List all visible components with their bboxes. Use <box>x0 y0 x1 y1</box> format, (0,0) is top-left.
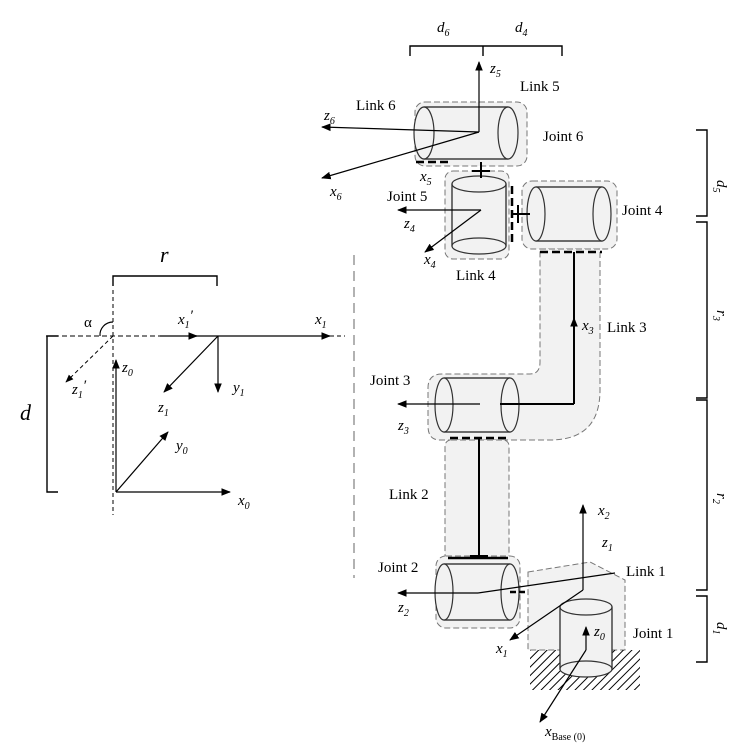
y0-axis-arrow <box>115 431 169 493</box>
z3-label: z3 <box>397 418 409 437</box>
xbase-label: xBase (0) <box>544 724 585 743</box>
z0-robot-label: z0 <box>593 624 605 643</box>
x3-label: x3 <box>581 318 594 337</box>
r2-label: r2 <box>710 493 729 504</box>
robot-arm-diagram: d6 d4 d5 r3 r2 d1 <box>321 20 729 743</box>
r3-bracket <box>696 221 708 399</box>
x2-label: x2 <box>597 503 610 522</box>
joint4-label: Joint 4 <box>622 203 663 219</box>
alpha-arc <box>99 321 114 337</box>
z1-label: z1 <box>157 400 169 419</box>
r3-label: r3 <box>710 310 729 321</box>
d4-label: d4 <box>515 20 528 39</box>
joint5-cylinder <box>451 175 507 255</box>
r-dimension-bracket <box>112 275 218 286</box>
joint2-cylinder <box>434 563 520 621</box>
y1-label: y1 <box>231 380 245 399</box>
z5-label: z5 <box>489 61 501 80</box>
x4-axis <box>424 209 482 253</box>
z6-axis <box>321 123 480 133</box>
r-label: r <box>160 242 169 267</box>
joint2-label: Joint 2 <box>378 560 418 576</box>
d5-bracket <box>696 129 708 217</box>
link6-label: Link 6 <box>356 98 396 114</box>
z2-label: z2 <box>397 600 409 619</box>
x1-prime-label: x1′ <box>177 308 194 331</box>
y0-label: y0 <box>174 438 188 457</box>
x5-label: x5 <box>419 169 432 188</box>
x1-robot-label: x1 <box>495 641 508 660</box>
z1-robot-label: z1 <box>601 535 613 554</box>
x6-axis <box>321 131 480 180</box>
joint5-label: Joint 5 <box>387 189 427 205</box>
z4-label: z4 <box>403 216 415 235</box>
x6-label: x6 <box>329 184 342 203</box>
joint6-label: Joint 6 <box>543 129 584 145</box>
link5-label: Link 5 <box>520 79 560 95</box>
joint1-label: Joint 1 <box>633 626 673 642</box>
link2-body <box>444 439 510 561</box>
d1-label: d1 <box>710 622 729 635</box>
z1-axis-arrow <box>163 335 219 393</box>
link4-label: Link 4 <box>456 268 496 284</box>
x0-label: x0 <box>237 493 250 512</box>
d5-label: d5 <box>710 180 729 193</box>
joint4-cylinder <box>526 186 612 242</box>
x1-axis <box>509 589 584 641</box>
link2-label: Link 2 <box>389 487 429 503</box>
d-label: d <box>20 400 32 425</box>
link1-label: Link 1 <box>626 564 666 580</box>
link3-label: Link 3 <box>607 320 647 336</box>
d6-label: d6 <box>437 20 450 39</box>
x1-label: x1 <box>314 312 327 331</box>
joint1-link-line <box>477 572 616 594</box>
z0-label: z0 <box>121 360 133 379</box>
z6-label: z6 <box>323 108 335 127</box>
d6-d4-bracket <box>409 45 563 56</box>
x4-label: x4 <box>423 252 436 271</box>
xbase-axis <box>539 649 587 723</box>
r2-bracket <box>696 399 708 591</box>
alpha-label: α <box>84 315 92 331</box>
left-frame-diagram: r d α x1′ x1 z1′ z0 y1 z1 y0 x0 <box>20 242 345 515</box>
z1-prime-axis <box>65 335 114 383</box>
robot-axes <box>321 61 616 723</box>
joint3-label: Joint 3 <box>370 373 410 389</box>
joint6-cylinder <box>413 106 519 160</box>
z1-prime-label: z1′ <box>71 378 87 401</box>
d-dimension-bracket <box>46 335 58 493</box>
d1-bracket <box>696 595 708 663</box>
